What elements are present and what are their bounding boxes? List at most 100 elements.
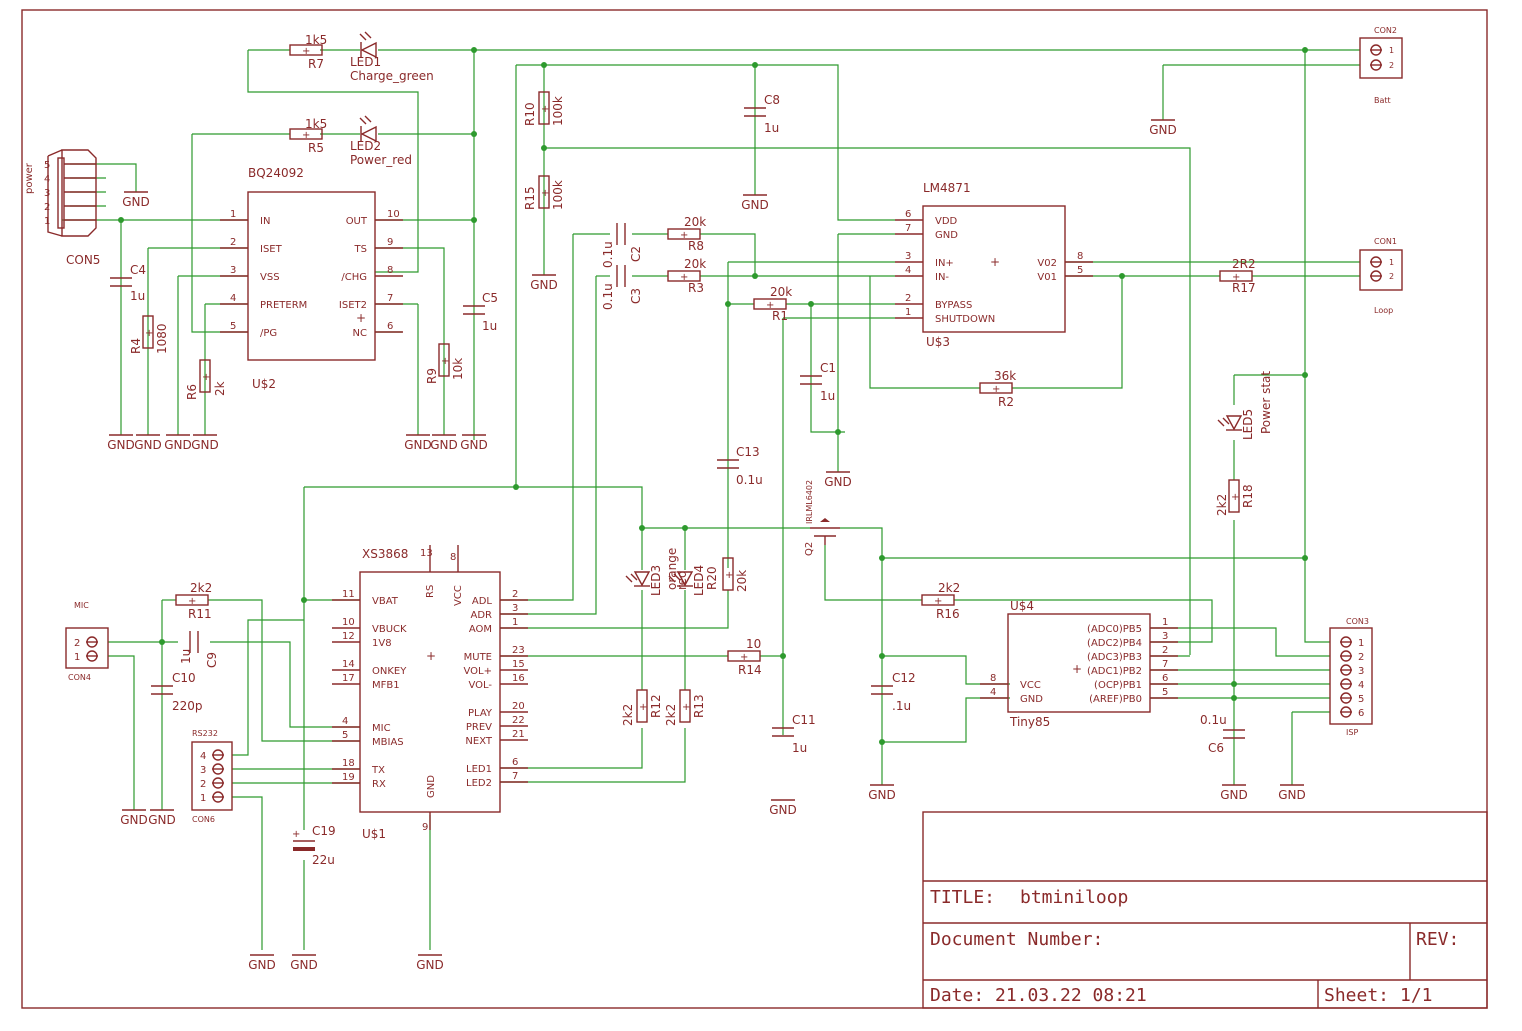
capacitor-c11-value: 1u [792, 741, 807, 755]
resistor-r1-plus: + [766, 300, 774, 311]
ground-label: GND [769, 803, 797, 817]
capacitor-c2-value: 0.1u [601, 241, 615, 268]
connector-con6-name: RS232 [192, 729, 218, 738]
title-label: TITLE: [930, 887, 995, 908]
chip-u2-pin-9-name: TS [354, 244, 367, 255]
chip-u2-pin-5-name: /PG [260, 328, 277, 339]
ground-label: GND [430, 438, 458, 452]
chip-u1-pin-18-num: 18 [342, 758, 355, 769]
resistor-r4-plus: + [145, 328, 153, 339]
ground-symbol: GND [741, 194, 769, 212]
chip-u1-pin-9-num: 9 [422, 822, 428, 833]
resistor-r3-plus: + [680, 272, 688, 283]
connector-con6-pin-2: 2 [200, 779, 206, 790]
resistor-r15-body [538, 175, 550, 209]
chip-u2-pin-3-num: 3 [230, 265, 236, 276]
chip-u1-pin-22-num: 22 [512, 715, 525, 726]
resistor-r2-body [979, 382, 1013, 394]
ground-label: GND [120, 813, 148, 827]
resistor-r10-body [538, 91, 550, 125]
ground-symbol: GND [1278, 784, 1306, 802]
chip-u4-pin-8-num: 8 [990, 673, 996, 684]
led-led1-body [360, 41, 377, 59]
connector-con4: MIC 2 1 CON4 [65, 601, 109, 682]
chip-u2-pin-8-num: 8 [387, 265, 393, 276]
ground-label: GND [868, 788, 896, 802]
capacitor-c10-ref: C10 [172, 671, 196, 685]
capacitor-c19-ref: C19 [312, 824, 336, 838]
capacitor-c6-value: 0.1u [1200, 713, 1227, 727]
resistor-r3-body [667, 270, 701, 282]
resistor-r7-ref: R7 [308, 57, 324, 71]
connector-con2-ref: CON2 [1374, 26, 1397, 35]
chip-u3-pin-4-name: IN- [935, 272, 949, 283]
resistor-r9-value: 10k [451, 358, 465, 380]
chip-u4-pin-2-num: 2 [1162, 645, 1168, 656]
chip-u3-pin-7-num: 7 [905, 223, 911, 234]
resistor-r16-ref: R16 [936, 607, 960, 621]
resistor-r17-plus: + [1232, 272, 1240, 283]
capacitor-c1-value: 1u [820, 389, 835, 403]
ground-label: GND [248, 958, 276, 972]
capacitor-c19-plus: + [292, 829, 300, 840]
ground-symbol: GND [134, 434, 162, 452]
resistor-r2-ref: R2 [998, 395, 1014, 409]
chip-u1-pin-20-name: PLAY [468, 708, 493, 719]
connector-con5-pin-5: 5 [44, 160, 50, 171]
chip-u1-pin-17-num: 17 [342, 673, 355, 684]
ground-symbol: GND [120, 809, 148, 827]
chip-u1-pin-2-num: 2 [512, 589, 518, 600]
chip-u2-pin-7-name: ISET2 [339, 300, 367, 311]
chip-u1-pin-10-num: 10 [342, 617, 355, 628]
resistors: +1k5R7+1k5R5+20kR8+20kR3+20kR1+36kR2+2R2… [129, 33, 1256, 726]
ground-symbol: GND [1220, 784, 1248, 802]
resistor-r10-plus: + [541, 104, 549, 115]
chip-u1-pin-7-num: 7 [512, 771, 518, 782]
led-led4-body [676, 571, 694, 587]
resistor-r16-value: 2k2 [938, 581, 960, 595]
capacitor-c12-ref: C12 [892, 671, 916, 685]
resistor-r4-ref: R4 [129, 338, 143, 354]
chip-u1-name: XS3868 [362, 547, 408, 561]
ground-symbol: GND [430, 434, 458, 452]
chip-u3-pin-6-num: 6 [905, 209, 911, 220]
chip-u2-pin-7-num: 7 [387, 293, 393, 304]
resistor-r18-ref: R18 [1241, 484, 1255, 508]
capacitor-c12: C12.1u [871, 671, 916, 713]
svg-text:+: + [1072, 662, 1082, 676]
ground-symbol: GND [1149, 119, 1177, 137]
chip-u1-pin-23-num: 23 [512, 645, 525, 656]
svg-text:+: + [426, 649, 436, 663]
chip-u4-pin-5-name: (AREF)PB0 [1089, 694, 1142, 705]
resistor-r5-ref: R5 [308, 141, 324, 155]
ground-label: GND [191, 438, 219, 452]
chip-u1-pin-10-name: VBUCK [372, 624, 407, 635]
resistor-r14-body [727, 650, 761, 662]
chip-u1-ref: U$1 [362, 827, 386, 841]
resistor-r8-ref: R8 [688, 239, 704, 253]
chip-u4-pin-2-name: (ADC3)PB3 [1087, 652, 1142, 663]
resistor-r20-body [722, 557, 734, 591]
connector-con5-pin-4: 4 [44, 174, 50, 185]
led-led2-body [360, 125, 377, 143]
chip-u1-pin-15-name: VOL+ [464, 666, 493, 677]
title-value: btminiloop [1020, 887, 1128, 908]
led-led1-ref: LED1 [350, 55, 381, 69]
led-led3-light-arrows [625, 573, 638, 583]
led-led3-body [633, 571, 651, 587]
resistor-r9-body [438, 343, 450, 377]
